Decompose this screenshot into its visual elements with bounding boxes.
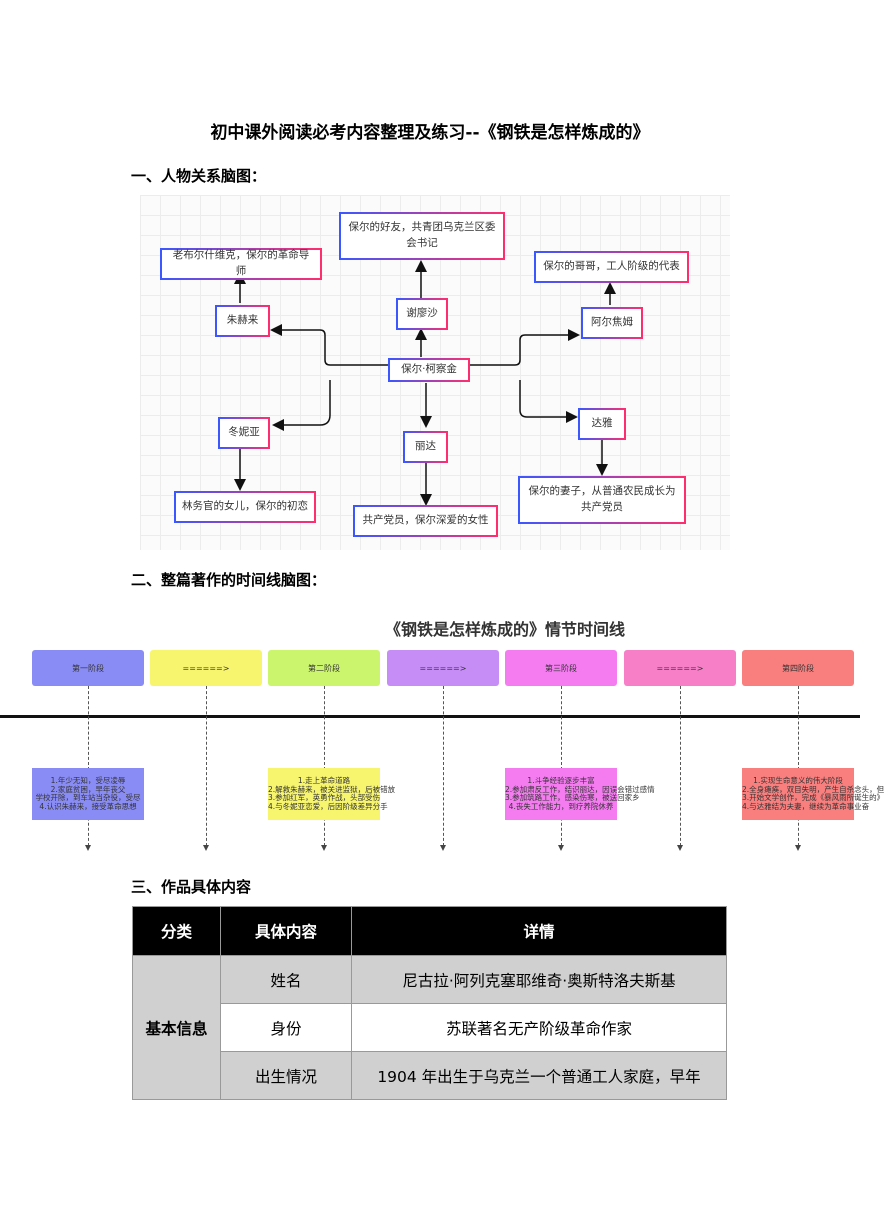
timeline-note-1: 1.年少无知，受尽凌辱 2.家庭贫困，早年丧父 学校开除，到车站当杂役，受尽 4… — [32, 768, 144, 820]
note-line: 3.参加红军，英勇作战，头部受伤 — [268, 793, 381, 802]
node-daya-desc: 保尔的妻子，从普通农民成长为共产党员 — [518, 476, 686, 524]
info-table: 分类 具体内容 详情 基本信息 姓名 尼古拉·阿列克塞耶维奇·奥斯特洛夫斯基 身… — [132, 906, 727, 1100]
node-zhuhelai-desc: 老布尔什维克，保尔的革命导师 — [160, 248, 322, 280]
phase-arrow-2: ======> — [387, 650, 499, 686]
timeline-note-4: 1.实现生命意义的伟大阶段 2.全身瘫痪，双目失明，产生自杀念头，但 3.开始文… — [742, 768, 884, 820]
note-line: 2.解救朱赫来，被关进监狱，后被错放 — [268, 784, 396, 794]
section-heading-relationship: 一、人物关系脑图： — [131, 167, 267, 185]
node-lida-desc: 共产党员，保尔深爱的女性 — [353, 505, 498, 537]
phase-4: 第四阶段 — [742, 650, 854, 686]
timeline-arrow-icon — [440, 845, 446, 851]
note-line: 1.年少无知，受尽凌辱 — [50, 776, 126, 785]
header-category: 分类 — [132, 906, 221, 956]
timeline-note-2: 1.走上革命道路 2.解救朱赫来，被关进监狱，后被错放 3.参加红军，英勇作战，… — [268, 768, 396, 820]
timeline-dash — [88, 686, 89, 846]
timeline-axis — [0, 715, 860, 718]
note-line: 1.实现生命意义的伟大阶段 — [753, 776, 843, 785]
node-paul: 保尔·柯察金 — [388, 358, 470, 382]
node-zhuhelai: 朱赫来 — [215, 305, 270, 337]
detail-cell: 1904 年出生于乌克兰一个普通工人家庭，早年 — [351, 1051, 727, 1100]
mind-map-connectors — [234, 260, 616, 506]
table-row: 出生情况 1904 年出生于乌克兰一个普通工人家庭，早年 — [133, 1051, 727, 1100]
note-line: 1.斗争经验逐步丰富 — [527, 776, 595, 785]
timeline-note-3: 1.斗争经验逐步丰富 2.参加肃反工作，结识丽达，因误会错过感情 3.参加筑路工… — [505, 768, 655, 820]
timeline-arrow-icon — [321, 845, 327, 851]
note-line: 3.开始文学创作，完成《暴风雨所诞生的》 — [742, 793, 884, 802]
section-heading-content: 三、作品具体内容 — [131, 878, 252, 896]
note-line: 2.全身瘫痪，双目失明，产生自杀念头，但 — [742, 784, 884, 794]
item-cell: 出生情况 — [220, 1051, 352, 1100]
detail-cell: 苏联著名无产阶级革命作家 — [351, 1003, 727, 1052]
header-item: 具体内容 — [220, 906, 352, 956]
node-dongniya-desc: 林务官的女儿，保尔的初恋 — [174, 491, 316, 523]
category-cell: 基本信息 — [132, 955, 221, 1100]
table-row: 基本信息 姓名 尼古拉·阿列克塞耶维奇·奥斯特洛夫斯基 — [132, 955, 727, 1100]
note-line: 学校开除，到车站当杂役，受尽 — [35, 793, 141, 802]
timeline-dash — [443, 686, 444, 846]
timeline-arrow-icon — [795, 845, 801, 851]
timeline-title: 《钢铁是怎样炼成的》情节时间线 — [385, 620, 626, 639]
node-dongniya: 冬妮亚 — [218, 417, 270, 449]
timeline-dash — [324, 686, 325, 846]
note-line: 4.与冬妮亚恋爱，后因阶级差异分手 — [268, 801, 388, 811]
timeline-arrow-icon — [677, 845, 683, 851]
node-aertaimu-desc: 保尔的哥哥，工人阶级的代表 — [534, 251, 689, 283]
timeline-arrow-icon — [558, 845, 564, 851]
note-line: 4.认识朱赫来，接受革命思想 — [39, 801, 137, 811]
note-line: 4.丧失工作能力，到疗养院休养 — [508, 801, 614, 811]
timeline-dash — [680, 686, 681, 846]
note-line: 2.参加肃反工作，结识丽达，因误会错过感情 — [505, 784, 655, 794]
table-header-row: 分类 具体内容 详情 — [132, 906, 727, 956]
table-row: 身份 苏联著名无产阶级革命作家 — [133, 1003, 727, 1052]
phase-2: 第二阶段 — [268, 650, 380, 686]
timeline-dash — [561, 686, 562, 846]
phase-arrow-3: ======> — [624, 650, 736, 686]
note-line: 3.参加筑路工作，感染伤寒，被送回家乡 — [505, 793, 640, 802]
node-aertaimu: 阿尔焦姆 — [581, 307, 643, 339]
item-cell: 姓名 — [220, 955, 352, 1004]
node-daya: 达雅 — [578, 408, 626, 440]
phase-arrow-1: ======> — [150, 650, 262, 686]
timeline-dash — [798, 686, 799, 846]
phase-1: 第一阶段 — [32, 650, 144, 686]
node-lida: 丽达 — [403, 431, 448, 463]
note-line: 1.走上革命道路 — [297, 776, 351, 785]
node-xieliaosha: 谢廖沙 — [396, 298, 448, 330]
item-cell: 身份 — [220, 1003, 352, 1052]
note-line: 2.家庭贫困，早年丧父 — [50, 784, 126, 794]
page-title: 初中课外阅读必考内容整理及练习--《钢铁是怎样炼成的》 — [210, 123, 650, 143]
detail-cell: 尼古拉·阿列克塞耶维奇·奥斯特洛夫斯基 — [351, 955, 727, 1004]
header-detail: 详情 — [351, 906, 727, 956]
timeline-arrow-icon — [203, 845, 209, 851]
timeline-arrow-icon — [85, 845, 91, 851]
node-xieliaosha-desc: 保尔的好友，共青团乌克兰区委会书记 — [339, 212, 505, 260]
timeline-dash — [206, 686, 207, 846]
phase-3: 第三阶段 — [505, 650, 617, 686]
character-mind-map: 保尔·柯察金 朱赫来 老布尔什维克，保尔的革命导师 谢廖沙 保尔的好友，共青团乌… — [140, 195, 730, 550]
section-heading-timeline: 二、整篇著作的时间线脑图： — [131, 571, 327, 589]
note-line: 4.与达雅结为夫妻，继续为革命事业奋 — [742, 801, 870, 811]
